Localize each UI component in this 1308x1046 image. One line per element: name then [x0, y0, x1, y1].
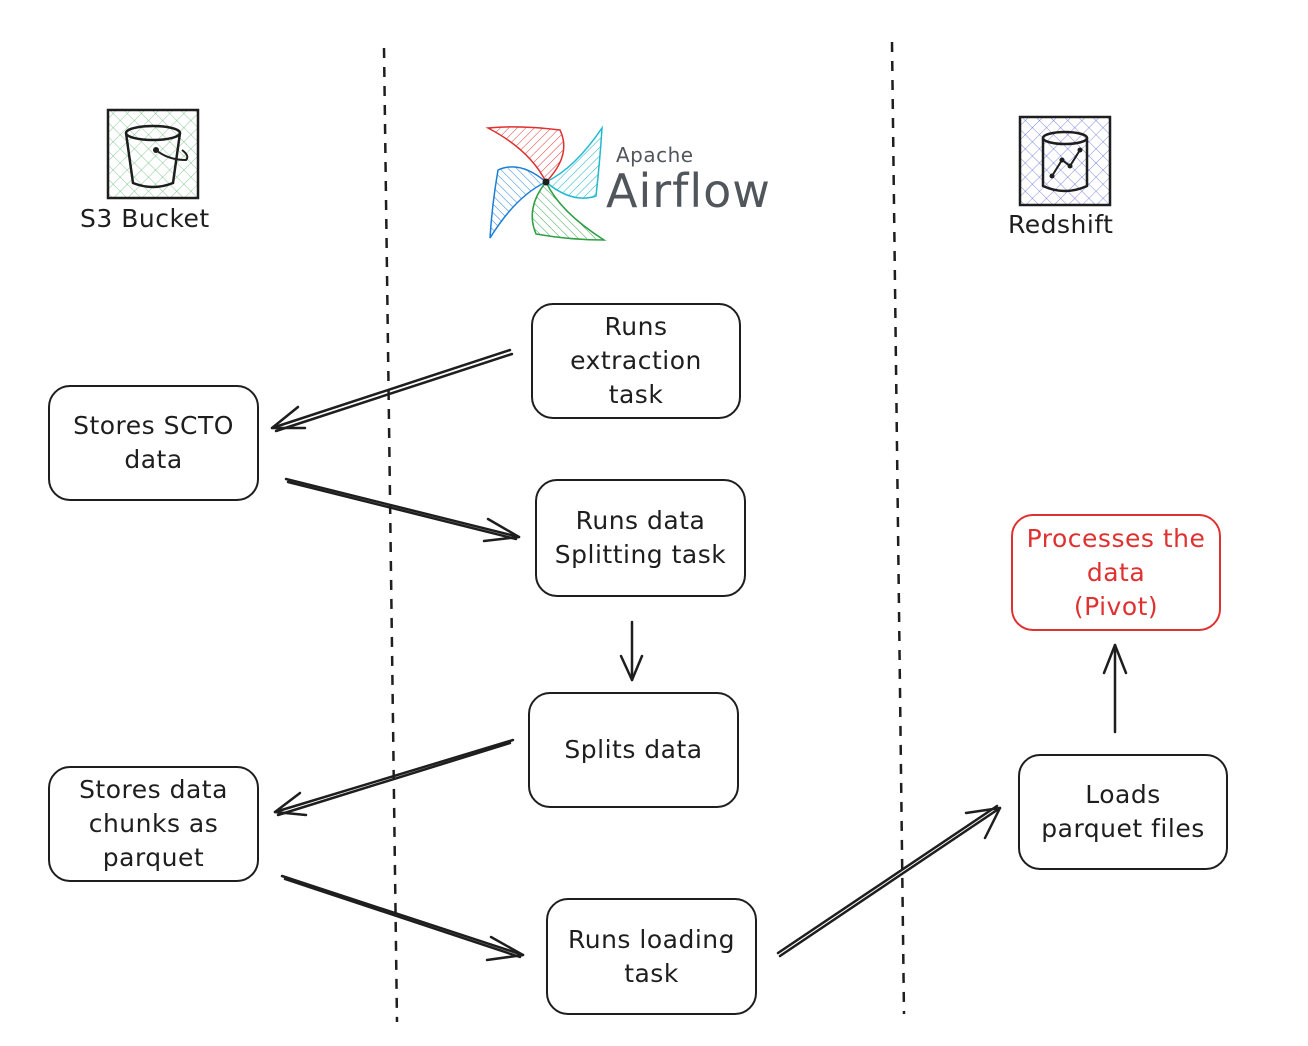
- arrow-chunks-to-loading: [280, 874, 525, 962]
- arrow-splitting-to-splits: [619, 620, 644, 682]
- pinwheel-logo: [485, 125, 607, 241]
- stores-chunks-box: Stores data chunks as parquet: [48, 766, 259, 882]
- splits-data-box: Splits data: [528, 692, 739, 808]
- runs-extraction-task-box: Runs extraction task: [531, 303, 741, 419]
- divider-left: [382, 47, 399, 1023]
- apache-wordmark: Apache: [616, 143, 694, 167]
- processes-data-box: Processes the data (Pivot): [1011, 514, 1221, 631]
- arrow-extraction-to-store: [270, 348, 514, 433]
- arrow-loading-to-loads: [776, 804, 1002, 958]
- runs-loading-task-box: Runs loading task: [546, 898, 757, 1015]
- arrow-store-to-splitting: [284, 477, 521, 543]
- stores-scto-data-box: Stores SCTO data: [48, 385, 259, 501]
- redshift-label: Redshift: [1008, 210, 1114, 239]
- runs-splitting-task-box: Runs data Splitting task: [535, 479, 746, 597]
- arrow-splits-to-chunks: [273, 738, 515, 817]
- loads-parquet-box: Loads parquet files: [1018, 754, 1228, 870]
- database-chart-icon: [1018, 115, 1112, 207]
- bucket-icon: [106, 108, 200, 200]
- airflow-wordmark: Airflow: [606, 164, 771, 218]
- arrow-loads-to-process: [1102, 643, 1128, 734]
- s3-bucket-label: S3 Bucket: [80, 204, 210, 233]
